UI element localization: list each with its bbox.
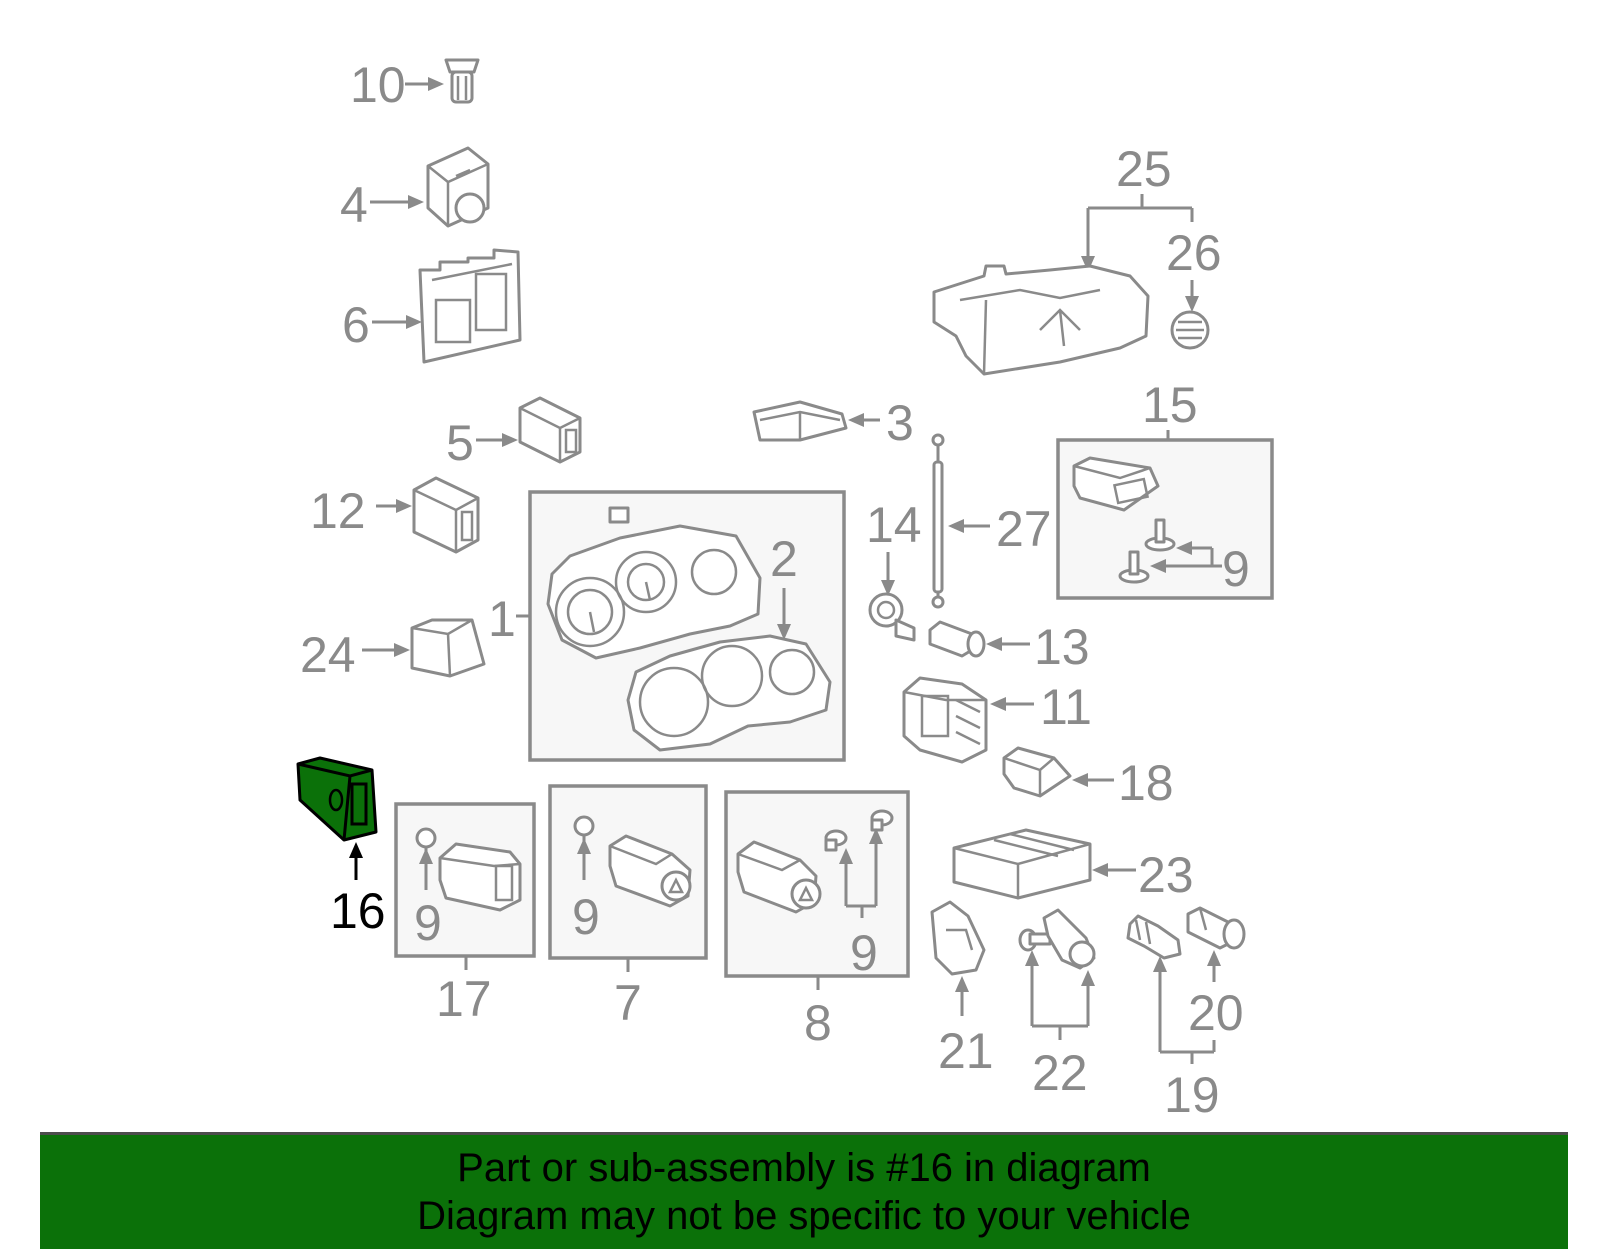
- callout-11: 11: [1040, 679, 1092, 735]
- callout-1: 1: [488, 591, 516, 647]
- callout-20: 20: [1188, 985, 1244, 1041]
- part-17[interactable]: [438, 842, 522, 912]
- part-26[interactable]: [1170, 310, 1210, 350]
- part-19[interactable]: [1126, 914, 1182, 960]
- part-7[interactable]: [608, 834, 692, 908]
- banner-line-2: Diagram may not be specific to your vehi…: [417, 1194, 1191, 1238]
- callout-15: 15: [1142, 377, 1198, 433]
- callout-9-box15: 9: [1222, 541, 1250, 597]
- callout-8: 8: [804, 995, 832, 1051]
- part-15[interactable]: [1072, 456, 1160, 512]
- part-11[interactable]: [902, 676, 988, 764]
- info-banner: Part or sub-assembly is #16 in diagram D…: [40, 1132, 1568, 1249]
- callout-4: 4: [340, 177, 368, 233]
- callout-5: 5: [446, 415, 474, 471]
- callout-14: 14: [866, 497, 922, 553]
- part-3[interactable]: [752, 400, 848, 442]
- callout-21: 21: [938, 1023, 994, 1079]
- callout-9-box7: 9: [572, 889, 600, 945]
- part-10[interactable]: [444, 58, 480, 104]
- part-5[interactable]: [518, 396, 582, 464]
- part-13[interactable]: [928, 620, 986, 658]
- part-27[interactable]: [931, 433, 945, 609]
- part-4[interactable]: [426, 146, 490, 228]
- callout-17: 17: [436, 971, 492, 1027]
- callout-6: 6: [342, 297, 370, 353]
- callout-3: 3: [886, 395, 914, 451]
- part-23[interactable]: [952, 828, 1092, 900]
- part-22[interactable]: [1018, 908, 1096, 970]
- part-18[interactable]: [1002, 746, 1072, 798]
- part-14[interactable]: [868, 592, 916, 642]
- callout-10: 10: [350, 57, 406, 113]
- part-8[interactable]: [736, 840, 822, 914]
- callout-9-box8: 9: [850, 925, 878, 981]
- callout-2: 2: [770, 531, 798, 587]
- callout-13: 13: [1034, 619, 1090, 675]
- callout-9-box17: 9: [414, 895, 442, 951]
- callout-25: 25: [1116, 141, 1172, 197]
- callout-27: 27: [996, 501, 1052, 557]
- callout-7: 7: [614, 975, 642, 1031]
- banner-line-1: Part or sub-assembly is #16 in diagram: [457, 1146, 1151, 1190]
- part-25[interactable]: [932, 264, 1150, 376]
- part-21[interactable]: [930, 900, 986, 976]
- part-6[interactable]: [418, 248, 522, 364]
- part-20[interactable]: [1186, 906, 1246, 950]
- callout-24: 24: [300, 627, 356, 683]
- callout-19: 19: [1164, 1067, 1220, 1123]
- part-1-cluster[interactable]: [546, 506, 762, 660]
- callout-12: 12: [310, 483, 366, 539]
- callout-22: 22: [1032, 1045, 1088, 1101]
- callout-18: 18: [1118, 755, 1174, 811]
- part-9-screw-box8[interactable]: [824, 809, 894, 852]
- part-12[interactable]: [412, 476, 480, 554]
- part-2-lens[interactable]: [626, 634, 832, 752]
- callout-16: 16: [330, 883, 386, 939]
- callout-26: 26: [1166, 225, 1222, 281]
- part-9-screw-box15[interactable]: [1118, 518, 1176, 584]
- part-16-highlighted[interactable]: [296, 756, 378, 842]
- callout-23: 23: [1138, 847, 1194, 903]
- part-24[interactable]: [410, 618, 486, 678]
